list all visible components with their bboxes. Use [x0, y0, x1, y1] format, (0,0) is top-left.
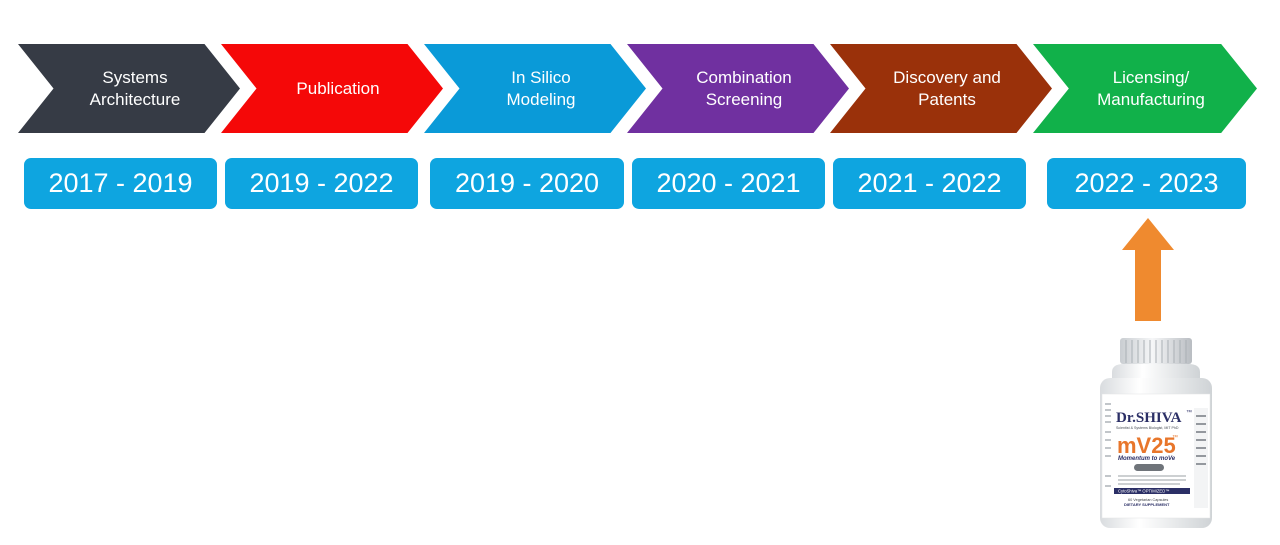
- product-type: DIETARY SUPPLEMENT: [1124, 502, 1170, 507]
- year-range-box: 2020 - 2021: [632, 158, 825, 209]
- year-range-box: 2019 - 2022: [225, 158, 418, 209]
- product-brand-text: Dr.SHIVA: [1116, 410, 1182, 426]
- year-range-box: 2021 - 2022: [833, 158, 1026, 209]
- year-range-box: 2019 - 2020: [430, 158, 624, 209]
- stage-chevron-in-silico-modeling: In Silico Modeling: [424, 44, 646, 133]
- stage-label: Combination Screening: [674, 67, 801, 111]
- product-formula: CytoShiva™ OPTIMIZED™: [1118, 489, 1169, 494]
- stage-label: Publication: [274, 78, 389, 100]
- product-tagline: Scientist & Systems Biologist, MIT PhD: [1116, 426, 1179, 430]
- stage-chevron-licensing-manufacturing: Licensing/ Manufacturing: [1033, 44, 1257, 133]
- product-name-tm: ™: [1172, 434, 1178, 441]
- product-bottle-image: Dr.SHIVA ™ Scientist & Systems Biologist…: [1090, 336, 1218, 530]
- stage-chevron-discovery-and-patents: Discovery and Patents: [830, 44, 1052, 133]
- stage-chevron-combination-screening: Combination Screening: [627, 44, 849, 133]
- product-subtitle: Momentum to moVe: [1118, 456, 1176, 462]
- year-range-box: 2022 - 2023: [1047, 158, 1246, 209]
- product-brand-tm: ™: [1186, 409, 1192, 416]
- stage-label: In Silico Modeling: [485, 67, 586, 111]
- stage-chevron-systems-architecture: Systems Architecture: [18, 44, 240, 133]
- stage-chevron-publication: Publication: [221, 44, 443, 133]
- product-name-text: mV25: [1117, 433, 1176, 458]
- stage-label: Discovery and Patents: [871, 67, 1011, 111]
- up-arrow-icon: [1122, 218, 1174, 321]
- year-range-box: 2017 - 2019: [24, 158, 217, 209]
- stage-label: Systems Architecture: [68, 67, 191, 111]
- stage-label: Licensing/ Manufacturing: [1075, 67, 1215, 111]
